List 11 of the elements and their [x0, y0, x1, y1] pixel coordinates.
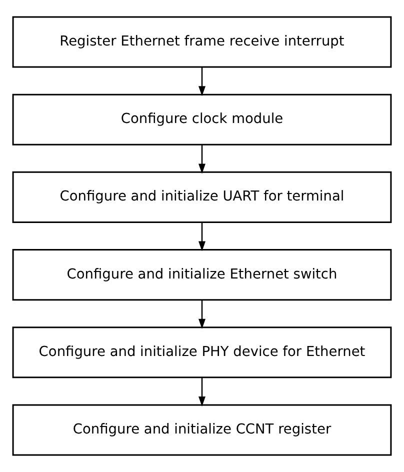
- node-box: Configure clock module: [12, 94, 392, 146]
- node-box: Configure and initialize CCNT register: [12, 404, 392, 456]
- node-box: Configure and initialize Ethernet switch: [12, 249, 392, 301]
- node-box: Configure and initialize UART for terminal: [12, 171, 392, 223]
- arrow: [198, 222, 206, 252]
- arrow: [198, 145, 206, 174]
- node-box: Configure and initialize PHY device for Ethernet: [12, 326, 392, 378]
- node-box: Register Ethernet frame receive interrupt: [12, 16, 392, 68]
- arrow: [198, 67, 206, 96]
- arrow: [198, 300, 206, 329]
- arrow: [198, 378, 206, 406]
